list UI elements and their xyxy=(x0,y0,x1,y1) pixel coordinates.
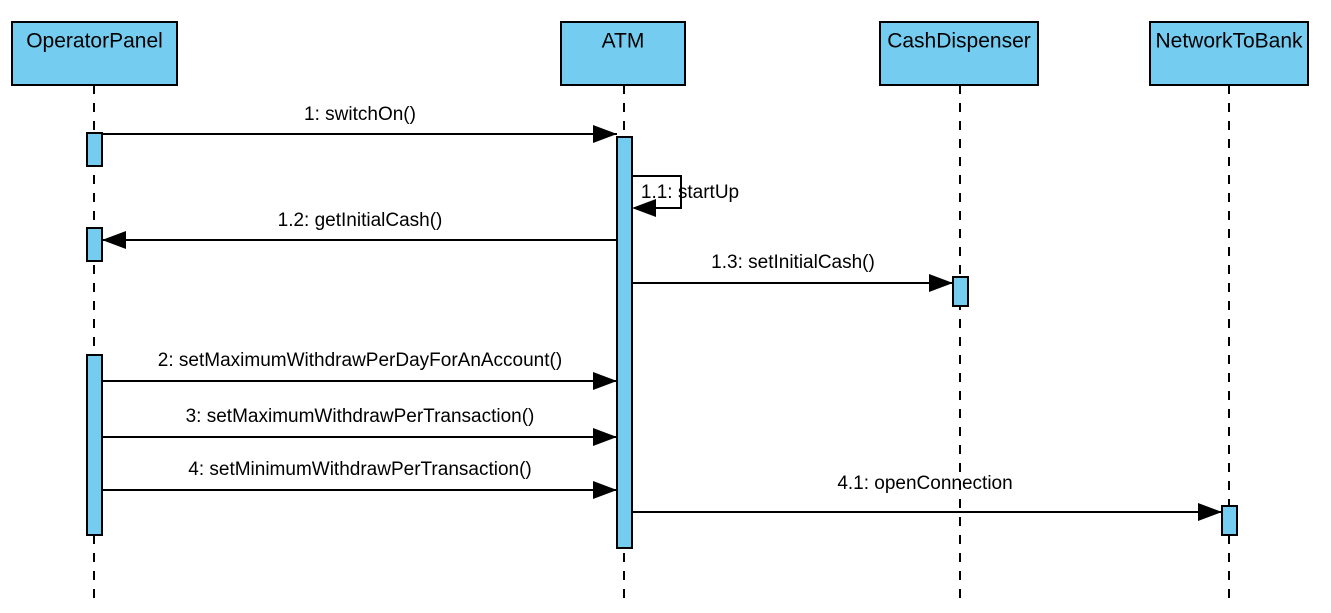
message-label-msg-1-1: 1.1: startUp xyxy=(641,182,739,203)
message-label-msg-1: 1: switchOn() xyxy=(304,104,416,125)
activation-bar-cash-dispenser[interactable] xyxy=(952,276,969,307)
arrowhead-msg-1-3 xyxy=(929,274,953,292)
activation-bar-atm[interactable] xyxy=(616,136,633,549)
arrowhead-msg-1-1 xyxy=(632,199,656,217)
participant-label-atm: ATM xyxy=(602,30,645,53)
arrowhead-msg-1-2 xyxy=(102,231,126,249)
arrowhead-msg-3 xyxy=(593,428,617,446)
messages-layer xyxy=(102,133,1222,513)
lifelines-layer: OperatorPanel ATM CashDispenser NetworkToBa… xyxy=(11,21,1309,604)
participant-label-cash-dispenser: CashDispenser xyxy=(887,30,1031,53)
arrowhead-msg-1 xyxy=(593,125,617,143)
activation-bar-operator-panel[interactable] xyxy=(86,227,103,262)
participant-box-atm[interactable] xyxy=(560,21,686,86)
participant-box-network-to-bank[interactable] xyxy=(1149,21,1309,86)
message-label-msg-1-3: 1.3: setInitialCash() xyxy=(711,252,875,273)
activation-bar-operator-panel[interactable] xyxy=(86,354,103,536)
message-label-msg-1-2: 1.2: getInitialCash() xyxy=(278,210,443,231)
message-label-msg-2: 2: setMaximumWithdrawPerDayForAnAccount(… xyxy=(158,350,562,371)
arrowhead-msg-4 xyxy=(593,481,617,499)
message-label-msg-4: 4: setMinimumWithdrawPerTransaction() xyxy=(188,459,532,480)
labels-layer: 1: switchOn() 1.1: startUp 1.2: getInitial… xyxy=(158,104,1013,494)
activation-bar-network-to-bank[interactable] xyxy=(1221,505,1238,536)
participant-label-network-to-bank: NetworkToBank xyxy=(1155,30,1303,53)
participant-label-operator-panel: OperatorPanel xyxy=(26,30,163,53)
arrowhead-msg-2 xyxy=(593,372,617,390)
activation-bar-operator-panel[interactable] xyxy=(86,132,103,167)
activations-layer xyxy=(86,132,1238,549)
arrowhead-msg-4-1 xyxy=(1198,503,1222,521)
participant-box-cash-dispenser[interactable] xyxy=(879,21,1039,86)
message-label-msg-4-1: 4.1: openConnection xyxy=(837,473,1012,494)
participant-box-operator-panel[interactable] xyxy=(11,21,178,86)
message-label-msg-3: 3: setMaximumWithdrawPerTransaction() xyxy=(186,406,535,427)
arrowheads-layer xyxy=(102,125,1222,521)
message-line-msg-1-1[interactable] xyxy=(632,175,682,209)
